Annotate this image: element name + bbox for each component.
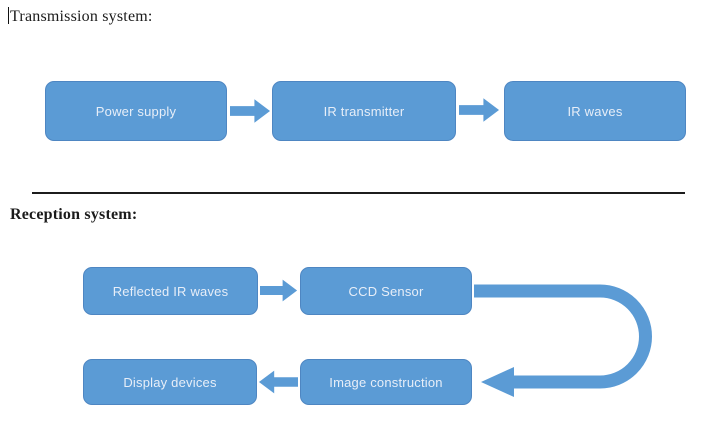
flow-node-label: Display devices xyxy=(123,374,217,390)
flow-node-power-supply: Power supply xyxy=(45,81,227,141)
u-turn-arrow-icon xyxy=(470,263,670,413)
flow-node-image-construction: Image construction xyxy=(300,359,472,405)
flow-node-ir-waves: IR waves xyxy=(504,81,686,141)
arrow-left-icon xyxy=(258,369,298,400)
flow-node-label: Power supply xyxy=(95,103,177,119)
flow-node-label: CCD Sensor xyxy=(348,283,424,299)
flow-node-label: IR waves xyxy=(567,103,623,119)
flow-node-label: IR transmitter xyxy=(323,103,405,119)
reception-title-text: Reception system: xyxy=(10,206,138,223)
arrow-right-icon xyxy=(260,278,298,308)
text-cursor-caret xyxy=(8,7,9,24)
transmission-title-text: Transmission system: xyxy=(10,8,153,25)
section-divider-line xyxy=(32,192,685,194)
flow-node-label: Reflected IR waves xyxy=(112,283,229,299)
flow-node-ir-transmitter: IR transmitter xyxy=(272,81,456,141)
flow-node-label: Image construction xyxy=(329,374,443,390)
arrow-right-icon xyxy=(230,98,271,129)
flow-node-reflected-ir-waves: Reflected IR waves xyxy=(83,267,258,315)
transmission-title: Transmission system: xyxy=(8,7,153,26)
arrow-right-icon xyxy=(459,97,500,128)
reception-title: Reception system: xyxy=(10,206,137,224)
flow-node-ccd-sensor: CCD Sensor xyxy=(300,267,472,315)
flow-node-display-devices: Display devices xyxy=(83,359,257,405)
